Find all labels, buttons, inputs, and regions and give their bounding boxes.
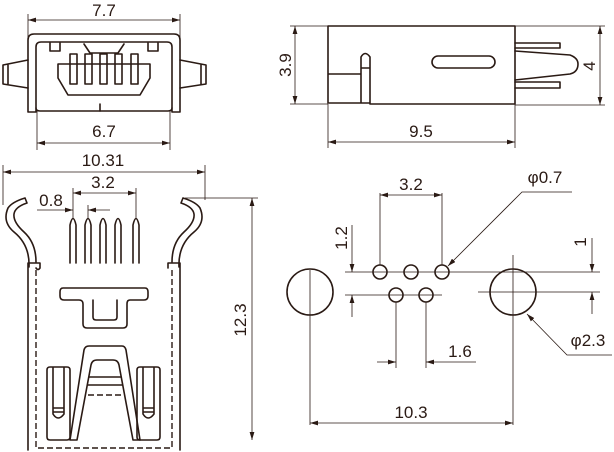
left-side-slot: [46, 366, 71, 441]
pin-holes: [372, 264, 450, 303]
right-ear: [179, 59, 207, 89]
contact-pins: [69, 53, 139, 85]
receptacle-mouth: [57, 43, 151, 96]
dim-label-4: 4: [580, 61, 599, 70]
dim-label-6-7: 6.7: [92, 122, 116, 141]
front-view: 7.7 6.7: [2, 1, 207, 150]
dim-label-10-31: 10.31: [82, 151, 125, 170]
dim-label-3-9: 3.9: [276, 53, 295, 77]
dim-label-7-7: 7.7: [92, 1, 116, 20]
dim-label-3-2-top: 3.2: [91, 173, 115, 192]
dim-label-3-2-footprint: 3.2: [399, 175, 423, 194]
dim-label-1: 1: [571, 237, 590, 246]
left-ear: [2, 59, 29, 89]
t-shaped-window: [59, 287, 149, 329]
side-pins: [514, 42, 579, 89]
right-mounting-hole: [489, 268, 537, 316]
dim-label-10-3: 10.3: [394, 403, 427, 422]
side-view: 3.9 4 9.5: [276, 25, 605, 148]
right-side-slot: [136, 366, 161, 441]
dim-label-1-2: 1.2: [332, 226, 351, 250]
top-body-outline: [27, 262, 181, 451]
left-mounting-hole: [286, 268, 334, 316]
dim-label-0-8: 0.8: [39, 191, 63, 210]
right-hook: [171, 197, 203, 268]
dim-label-hole-dia: φ0.7: [528, 168, 563, 187]
housing-outline: [27, 33, 181, 113]
left-hook: [5, 197, 37, 268]
top-view: 10.31 3.2 0.8 12.3: [2, 151, 258, 451]
dim-label-post-dia: φ2.3: [571, 331, 606, 350]
latch-spring: [69, 345, 141, 441]
dim-label-12-3: 12.3: [231, 303, 250, 336]
solder-pins: [69, 217, 140, 264]
dim-label-9-5: 9.5: [409, 122, 433, 141]
side-slot: [431, 55, 496, 69]
pcb-footprint: 3.2 φ0.7 1.2 1 φ2.3 1.6 10.3: [286, 168, 612, 426]
dim-label-1-6: 1.6: [448, 342, 472, 361]
side-body-outline: [327, 25, 516, 105]
